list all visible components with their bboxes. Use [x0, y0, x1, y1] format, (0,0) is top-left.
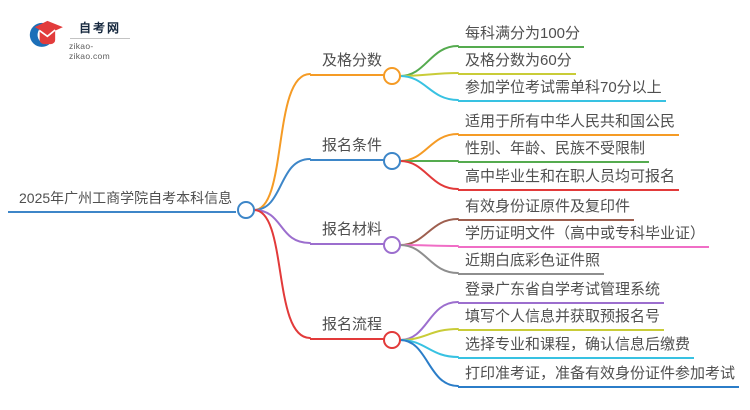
leaf-no-restrictions[interactable]: 性别、年龄、民族不受限制: [458, 140, 650, 163]
logo-divider: [70, 38, 130, 39]
link-b1-leaf3: [399, 75, 459, 101]
leaf-id-card[interactable]: 有效身份证原件及复印件: [458, 198, 635, 221]
link-b1-leaf1: [399, 45, 459, 77]
leaf-citizens-eligible[interactable]: 适用于所有中华人民共和国公民: [458, 113, 680, 136]
logo-domain: zikao-zikao.com: [69, 41, 110, 61]
logo-title: 自考网: [78, 21, 121, 35]
leaf-degree-exam-score[interactable]: 参加学位考试需单科70分以上: [458, 79, 666, 102]
branch-registration-conditions[interactable]: 报名条件: [310, 136, 385, 161]
link-b2-leaf1: [399, 133, 459, 162]
branch-registration-materials[interactable]: 报名材料: [310, 220, 385, 245]
link-root-branch4: [253, 209, 311, 339]
link-root-branch1: [253, 73, 311, 211]
logo-text-block: 自考网 zikao-zikao.com: [69, 18, 131, 61]
link-b3-leaf3: [399, 244, 459, 274]
leaf-fill-info[interactable]: 填写个人信息并获取预报名号: [458, 308, 665, 331]
branch2-collapse-handle[interactable]: [383, 152, 401, 170]
branch3-collapse-handle[interactable]: [383, 236, 401, 254]
branch-passing-score[interactable]: 及格分数: [310, 51, 385, 76]
branch1-collapse-handle[interactable]: [383, 67, 401, 85]
link-b4-leaf4: [399, 339, 459, 387]
site-logo: 自考网 zikao-zikao.com: [28, 18, 131, 61]
link-root-branch2: [253, 158, 311, 211]
leaf-education-certificate[interactable]: 学历证明文件（高中或专科毕业证）: [458, 225, 710, 248]
leaf-login-system[interactable]: 登录广东省自学考试管理系统: [458, 281, 665, 304]
root-collapse-handle[interactable]: [237, 201, 255, 219]
leaf-pass-score[interactable]: 及格分数为60分: [458, 52, 576, 75]
branch4-collapse-handle[interactable]: [383, 331, 401, 349]
leaf-photo[interactable]: 近期白底彩色证件照: [458, 252, 605, 275]
root-topic[interactable]: 2025年广州工商学院自考本科信息: [8, 189, 237, 213]
leaf-print-admission-ticket[interactable]: 打印准考证，准备有效身份证件参加考试: [458, 365, 740, 388]
leaf-graduates-workers[interactable]: 高中毕业生和在职人员均可报名: [458, 168, 680, 191]
graduation-cap-icon: [29, 20, 63, 47]
branch-registration-process[interactable]: 报名流程: [310, 315, 385, 340]
leaf-full-score[interactable]: 每科满分为100分: [458, 25, 585, 48]
link-root-branch3: [253, 209, 311, 244]
link-b2-leaf3: [399, 160, 459, 190]
link-b3-leaf1: [399, 218, 459, 246]
leaf-choose-major-pay[interactable]: 选择专业和课程，确认信息后缴费: [458, 336, 695, 359]
